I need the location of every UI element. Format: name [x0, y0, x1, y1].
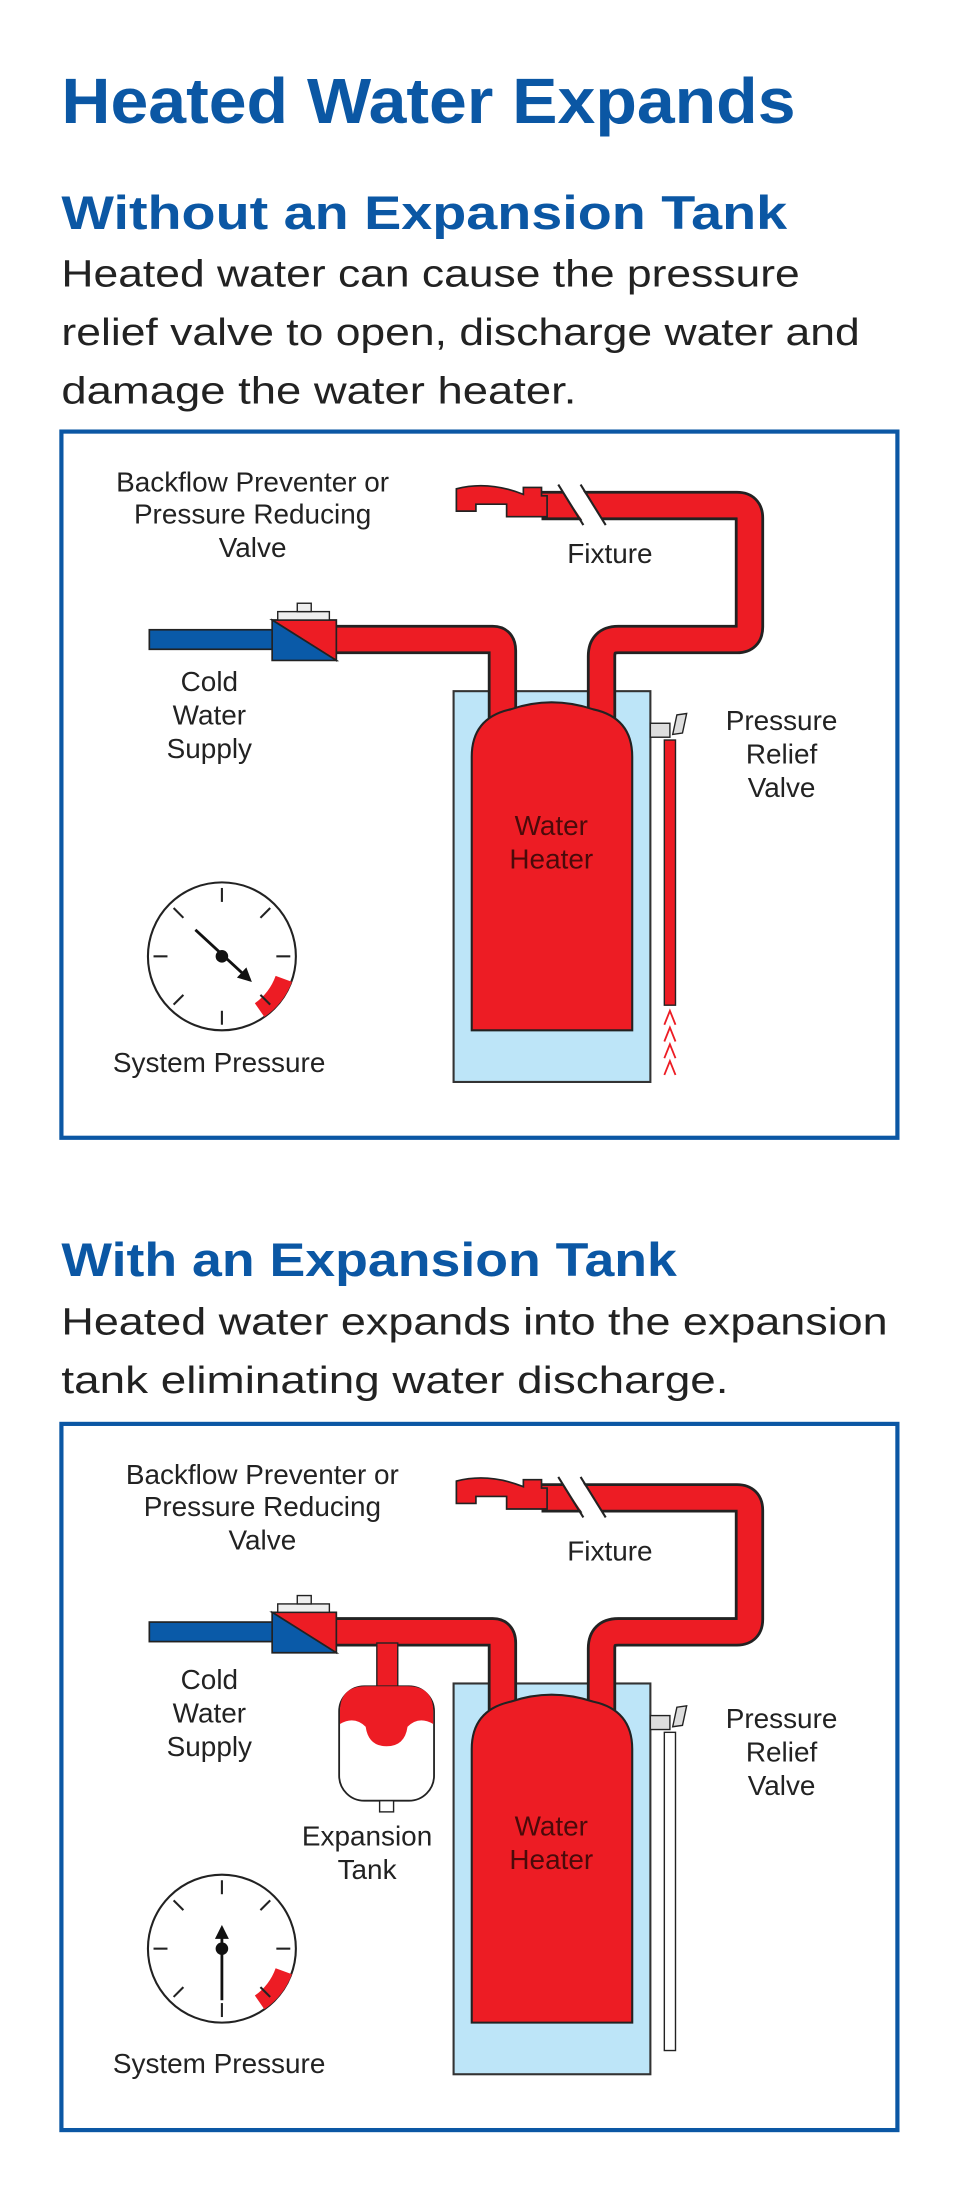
- label-line: Valve: [229, 1524, 297, 1555]
- label-line: Relief: [746, 739, 818, 770]
- section-without-tank: Without an Expansion Tank Heated water c…: [61, 187, 897, 1138]
- label-line: Cold: [181, 666, 238, 697]
- label-cold-water: Cold Water Supply: [167, 1664, 252, 1762]
- label-line: Heater: [509, 1844, 593, 1875]
- label-system-pressure: System Pressure: [113, 2048, 325, 2079]
- water-discharge-drips: [663, 1008, 677, 1076]
- label-line: Water: [173, 700, 246, 731]
- label-line: Water: [515, 1811, 588, 1842]
- label-backflow: Backflow Preventer or Pressure Reducing …: [126, 1459, 399, 1556]
- label-line: Backflow Preventer or: [116, 467, 389, 498]
- label-backflow: Backflow Preventer or Pressure Reducing …: [116, 467, 389, 564]
- label-water-heater: Water Heater: [509, 810, 593, 874]
- label-expansion-tank: Expansion Tank: [302, 1820, 432, 1884]
- gauge-needle-high: [194, 928, 252, 982]
- relief-discharge-pipe: [663, 1731, 677, 2052]
- section-heading: With an Expansion Tank: [61, 1234, 677, 1287]
- label-cold-water: Cold Water Supply: [167, 666, 252, 764]
- label-line: Pressure Reducing: [144, 1491, 381, 1522]
- label-water-heater: Water Heater: [509, 1811, 593, 1875]
- section-heading: Without an Expansion Tank: [61, 187, 787, 240]
- relief-discharge-pipe: [663, 739, 677, 1006]
- label-line: Backflow Preventer or: [126, 1459, 399, 1490]
- label-line: Supply: [167, 733, 252, 764]
- diagram-without-tank: Backflow Preventer or Pressure Reducing …: [61, 432, 897, 1138]
- description-line: tank eliminating water discharge.: [61, 1359, 728, 1401]
- label-line: Expansion: [302, 1820, 432, 1851]
- label-line: Water: [515, 810, 588, 841]
- label-line: Valve: [748, 1770, 816, 1801]
- label-line: Pressure Reducing: [134, 499, 371, 530]
- label-line: Heater: [509, 843, 593, 874]
- label-line: Water: [173, 1698, 246, 1729]
- label-system-pressure: System Pressure: [113, 1047, 325, 1078]
- label-line: Valve: [748, 772, 816, 803]
- expansion-tank: [338, 1642, 435, 1813]
- description-line: Heated water can cause the pressure: [61, 252, 799, 294]
- label-line: Tank: [338, 1854, 397, 1885]
- label-line: Supply: [167, 1731, 252, 1762]
- label-fixture: Fixture: [567, 1536, 652, 1567]
- label-line: Pressure: [726, 705, 838, 736]
- page-title: Heated Water Expands: [61, 65, 795, 137]
- label-relief-valve: Pressure Relief Valve: [726, 1703, 838, 1801]
- description-line: damage the water heater.: [61, 370, 576, 412]
- label-line: Valve: [219, 532, 287, 563]
- label-relief-valve: Pressure Relief Valve: [726, 705, 838, 803]
- description-line: relief valve to open, discharge water an…: [61, 311, 859, 353]
- diagram-with-tank: Backflow Preventer or Pressure Reducing …: [61, 1424, 897, 2130]
- label-fixture: Fixture: [567, 538, 652, 569]
- section-with-tank: With an Expansion Tank Heated water expa…: [61, 1234, 897, 2130]
- label-line: Relief: [746, 1737, 818, 1768]
- description-line: Heated water expands into the expansion: [61, 1301, 887, 1343]
- label-line: Cold: [181, 1664, 238, 1695]
- label-line: Pressure: [726, 1703, 838, 1734]
